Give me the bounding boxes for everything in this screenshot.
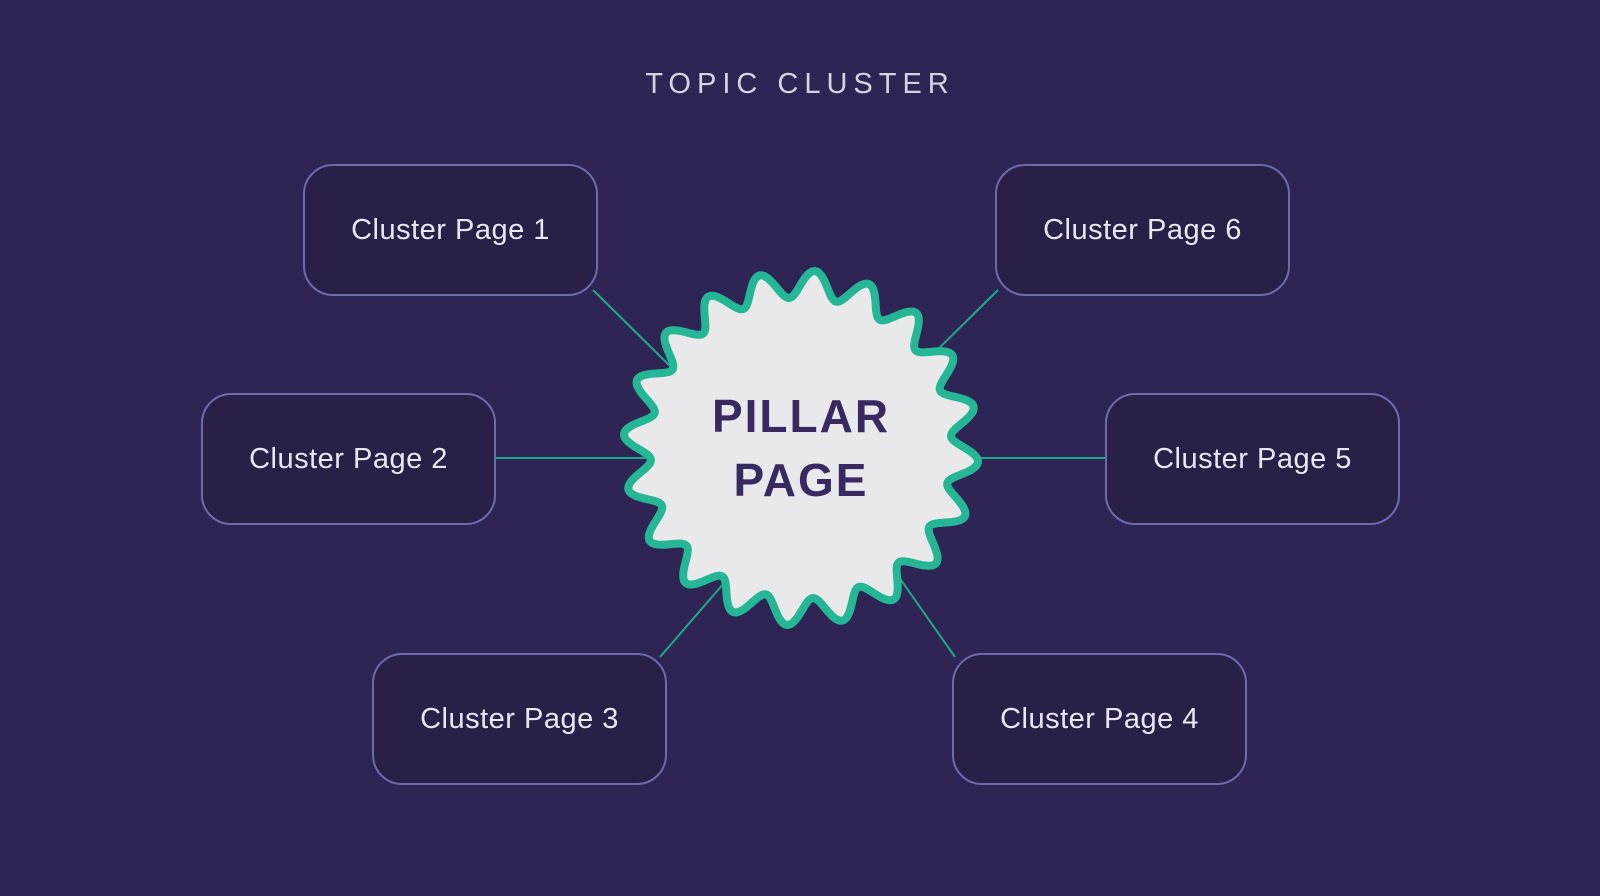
cluster-page-5-label: Cluster Page 5 [1153, 442, 1352, 475]
cluster-page-1-node: Cluster Page 1 [303, 164, 598, 296]
cluster-page-2-node: Cluster Page 2 [201, 393, 496, 525]
pillar-scallop-shape [620, 267, 982, 629]
cluster-page-3-label: Cluster Page 3 [420, 702, 619, 735]
cluster-page-5-node: Cluster Page 5 [1105, 393, 1400, 525]
cluster-page-4-label: Cluster Page 4 [1000, 702, 1199, 735]
cluster-page-6-node: Cluster Page 6 [995, 164, 1290, 296]
cluster-page-6-label: Cluster Page 6 [1043, 213, 1242, 246]
cluster-page-4-node: Cluster Page 4 [952, 653, 1247, 785]
cluster-page-1-label: Cluster Page 1 [351, 213, 550, 246]
cluster-page-2-label: Cluster Page 2 [249, 442, 448, 475]
cluster-page-3-node: Cluster Page 3 [372, 653, 667, 785]
pillar-scallop-path [620, 267, 982, 629]
diagram-title: TOPIC CLUSTER [645, 68, 955, 100]
